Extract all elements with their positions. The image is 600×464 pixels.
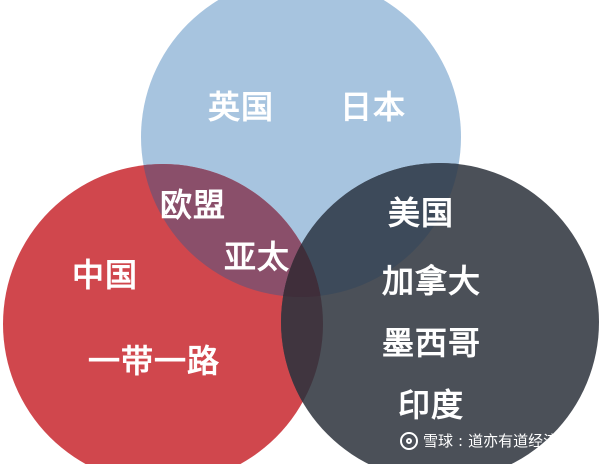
- label-asia-pacific: 亚太: [224, 238, 291, 276]
- label-belt-road: 一带一路: [88, 342, 221, 380]
- watermark-author: 道亦有道经济: [468, 432, 559, 450]
- label-mexico: 墨西哥: [382, 324, 482, 362]
- label-japan: 日本: [340, 88, 407, 126]
- xueqiu-logo-icon: [400, 432, 418, 450]
- label-india: 印度: [398, 386, 465, 424]
- label-uk: 英国: [208, 88, 275, 126]
- label-canada: 加拿大: [382, 262, 482, 300]
- overlap-top-right: [281, 163, 461, 297]
- watermark: 雪球 : 道亦有道经济: [400, 432, 558, 450]
- label-usa: 美国: [388, 194, 455, 232]
- watermark-brand: 雪球: [423, 432, 454, 450]
- watermark-separator: :: [458, 432, 464, 450]
- label-eu: 欧盟: [160, 186, 227, 224]
- label-china: 中国: [72, 256, 139, 294]
- overlap-top-left: [141, 164, 323, 297]
